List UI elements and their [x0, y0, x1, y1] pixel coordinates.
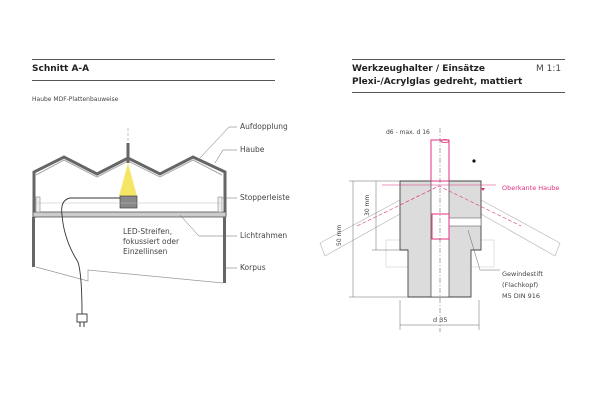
right-header-top-rule — [352, 59, 565, 60]
left-header-top-rule — [32, 59, 275, 60]
label-haube: Haube — [240, 145, 265, 154]
korpus-left-wall — [32, 217, 35, 267]
label-korpus: Korpus — [240, 263, 266, 272]
label-stopperleiste: Stopperleiste — [240, 193, 290, 202]
korpus-bottom-cut — [35, 266, 224, 284]
set-screw — [448, 217, 482, 227]
left-header-bottom-rule — [32, 80, 275, 81]
left-subtitle: Haube MDF-Plattenbauweise — [32, 96, 119, 103]
label-dim-d35: d 35 — [433, 316, 448, 324]
plexi-panel-left — [319, 199, 401, 257]
label-lichtrahmen: Lichtrahmen — [240, 231, 288, 240]
right-title-line1: Werkzeughalter / Einsätze — [352, 64, 486, 74]
scale-label: M 1:1 — [536, 64, 562, 74]
label-screw-line1: Gewindestift — [502, 270, 543, 278]
haube-pitch-line — [356, 185, 522, 227]
insert-hole — [431, 213, 450, 240]
werkzeughalter-drawing — [319, 128, 561, 332]
mount-rod — [126, 143, 130, 163]
label-led-line2: fokussiert oder — [123, 237, 180, 246]
section-a-a-drawing — [32, 126, 237, 327]
label-led-line3: Einzellinsen — [123, 247, 168, 256]
oberkante-marker-icon — [481, 188, 485, 191]
label-led-line1: LED-Streifen, — [123, 227, 173, 236]
stopperleiste-left — [35, 196, 41, 213]
right-title-line2: Plexi-/Acrylglas gedreht, mattiert — [352, 77, 523, 87]
power-cable — [61, 197, 120, 315]
dot-marker — [472, 159, 476, 163]
light-cone — [119, 163, 137, 196]
stopperleiste-right — [217, 196, 223, 213]
rod-top — [440, 139, 450, 143]
korpus-right-wall — [223, 217, 226, 283]
led-head — [119, 195, 138, 209]
label-screw-line3: M5 DIN 916 — [502, 292, 541, 300]
label-dim-30: 30 mm — [364, 194, 371, 216]
left-title: Schnitt A-A — [32, 64, 90, 74]
label-dim-50: 50 mm — [336, 224, 343, 246]
label-rod-diameter: d6 - max. d 16 — [386, 129, 430, 136]
label-screw-line2: (Flachkopf) — [502, 281, 539, 289]
label-aufdopplung: Aufdopplung — [240, 122, 288, 131]
right-header-bottom-rule — [352, 92, 565, 93]
lichtrahmen — [32, 211, 227, 218]
label-oberkante: Oberkante Haube — [502, 184, 560, 192]
plug-icon — [76, 313, 88, 327]
plexi-panel-right — [480, 199, 561, 257]
leader-lines — [179, 126, 237, 269]
dimension-lines — [349, 180, 500, 330]
